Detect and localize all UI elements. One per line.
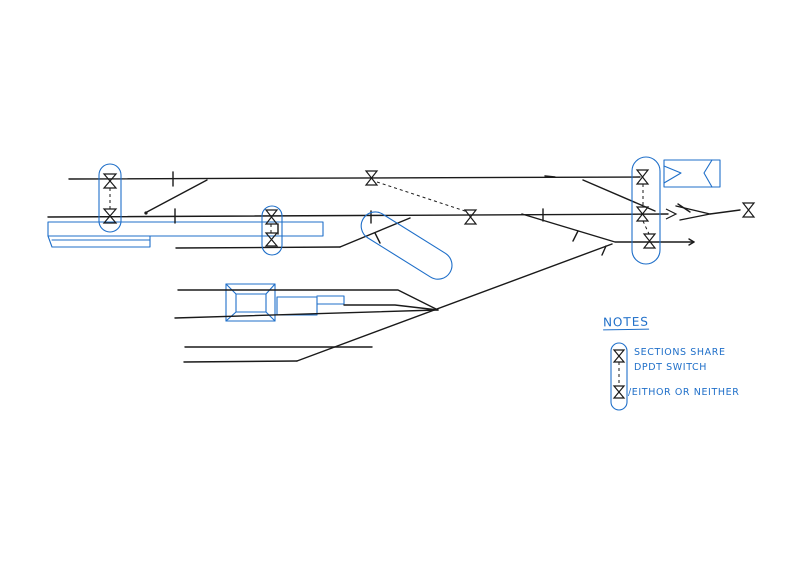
middle-main-line xyxy=(47,213,669,218)
bottom-siding-5 xyxy=(183,360,298,363)
crossover-left xyxy=(144,179,208,214)
notes-line: SECTIONS SHARE xyxy=(634,347,726,358)
building-upper-right xyxy=(663,159,721,188)
upper-main-line xyxy=(68,176,641,180)
notes-line: /EITHOR OR NEITHER xyxy=(628,387,740,398)
crossover-upper-right xyxy=(582,179,656,212)
dpdt-links xyxy=(109,181,650,235)
bowtie-isolator-icon xyxy=(102,169,756,249)
notes-legend-graphic xyxy=(610,342,628,411)
rounded-enclosure-icon xyxy=(98,156,661,280)
platform-long xyxy=(47,221,324,248)
platform-lower xyxy=(276,295,345,316)
tick-marks xyxy=(172,171,607,256)
bottom-siding-1 xyxy=(177,289,439,311)
junction-diagonal xyxy=(296,243,613,362)
notes-line: DPDT SWITCH xyxy=(634,362,708,373)
exit-track xyxy=(675,205,741,215)
track-layout xyxy=(47,171,741,363)
lower-siding xyxy=(175,246,341,249)
bottom-siding-3 xyxy=(174,309,438,319)
bottom-siding-2 xyxy=(343,304,439,311)
right-branch xyxy=(521,213,695,243)
notes-title: NOTES xyxy=(602,314,650,330)
